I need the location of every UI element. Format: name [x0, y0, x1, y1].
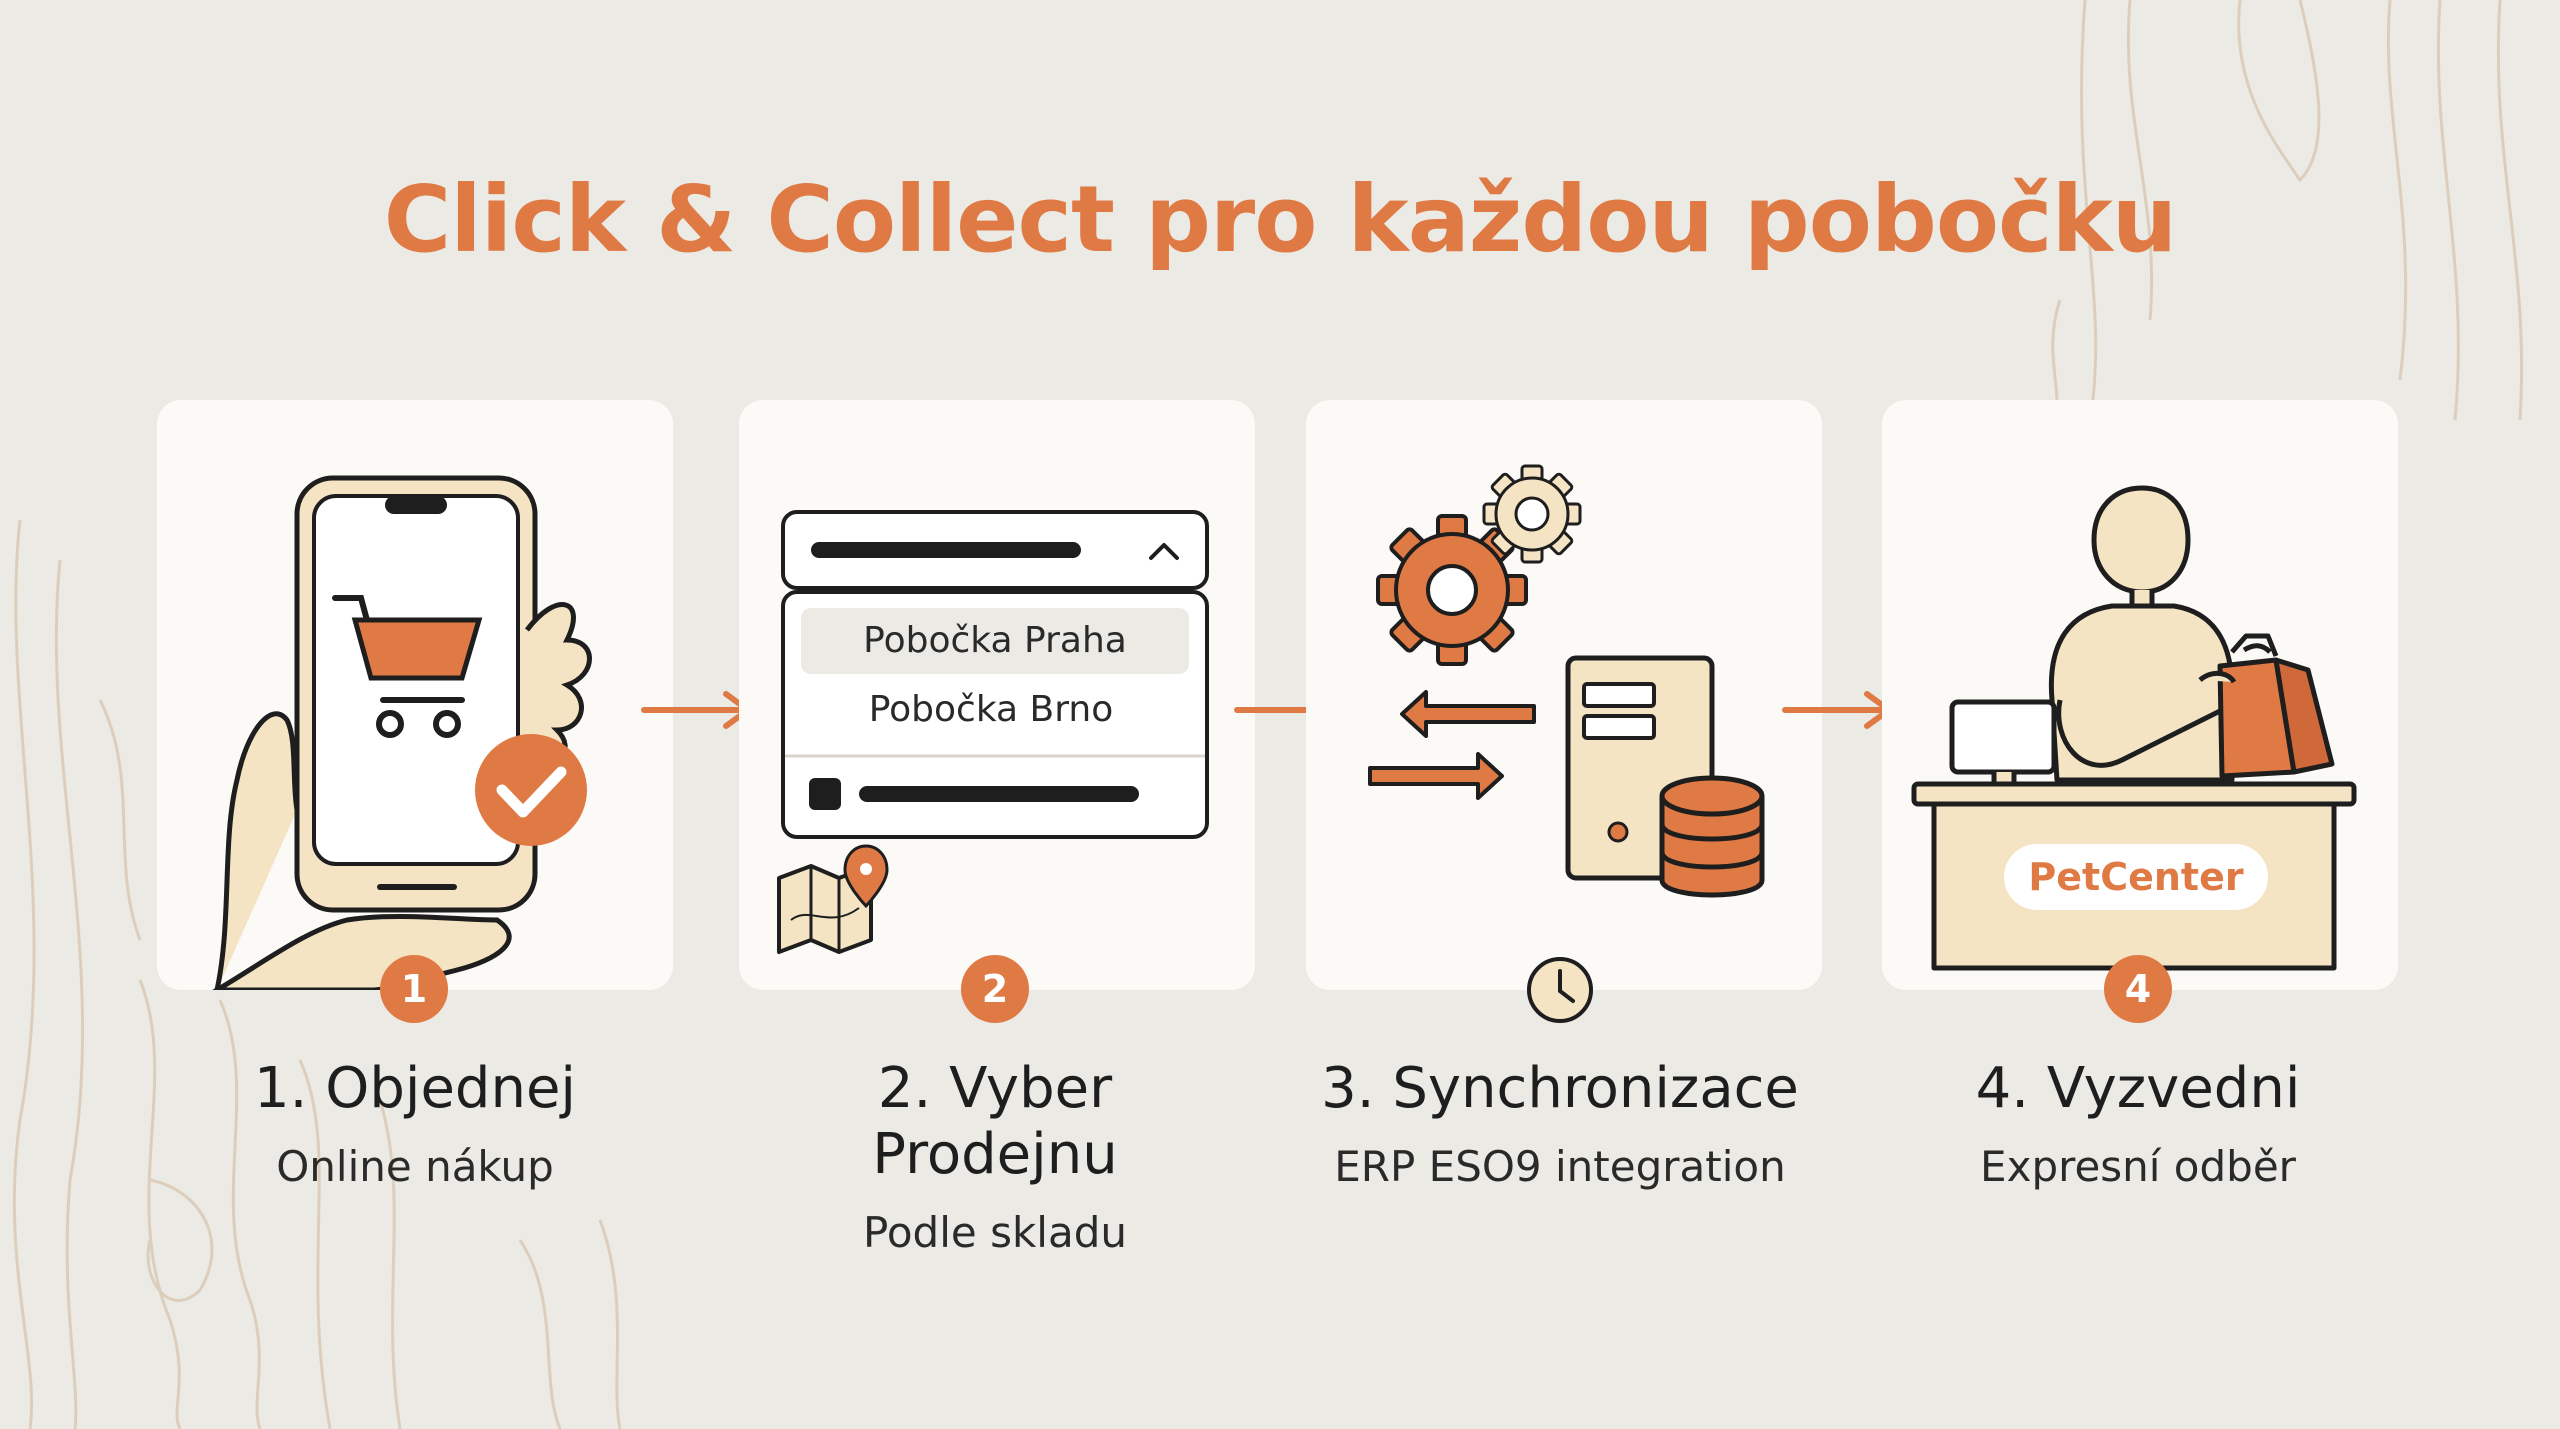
store-logo-plate	[2004, 844, 2268, 910]
dropdown-option-brno: Pobočka Brno	[869, 689, 1114, 730]
step-number-badge: 2	[961, 955, 1029, 1023]
step-card-order	[157, 400, 673, 990]
step-card-choose-store: Pobočka Praha Pobočka Brno	[739, 400, 1255, 990]
gear-icon	[1482, 464, 1582, 564]
database-icon	[1659, 775, 1765, 898]
step-card-pickup: PetCenter	[1882, 400, 2398, 990]
step-subtitle-choose-store: Podle skladu	[863, 1208, 1127, 1257]
clerk-icon	[2048, 485, 2235, 783]
dropdown-option-praha: Pobočka Praha	[863, 620, 1127, 661]
step-title-pickup: 4. Vyzvedni	[1975, 1056, 2301, 1121]
page-title: Click & Collect pro každou pobočku	[383, 166, 2178, 273]
gear-icon	[1376, 514, 1528, 666]
shopping-bag-icon	[2198, 633, 2335, 779]
step-title-order: 1. Objednej	[254, 1056, 576, 1121]
step-number-badge: 4	[2104, 955, 2172, 1023]
arrow-right-icon	[1782, 691, 1892, 729]
sync-arrows-icon	[1368, 690, 1536, 800]
phone-cart-icon	[212, 475, 592, 990]
map-pin-icon	[777, 844, 889, 954]
store-dropdown-icon: Pobočka Praha Pobočka Brno	[777, 510, 1209, 954]
erp-sync-icon	[1368, 464, 1765, 898]
step-title-sync: 3. Synchronizace	[1321, 1056, 1799, 1121]
store-logo-text: PetCenter	[2028, 855, 2243, 899]
step-card-sync	[1306, 400, 1822, 990]
step-title-choose-store: 2. Vyber Prodejnu	[872, 1056, 1118, 1187]
arrow-right-icon	[641, 691, 751, 729]
step-number-badge: 1	[380, 955, 448, 1023]
clock-icon	[1527, 957, 1593, 1023]
pickup-counter-icon: PetCenter	[1911, 485, 2357, 971]
step-subtitle-order: Online nákup	[276, 1142, 554, 1191]
step-subtitle-sync: ERP ESO9 integration	[1334, 1142, 1786, 1191]
step-subtitle-pickup: Expresní odběr	[1980, 1142, 2296, 1191]
